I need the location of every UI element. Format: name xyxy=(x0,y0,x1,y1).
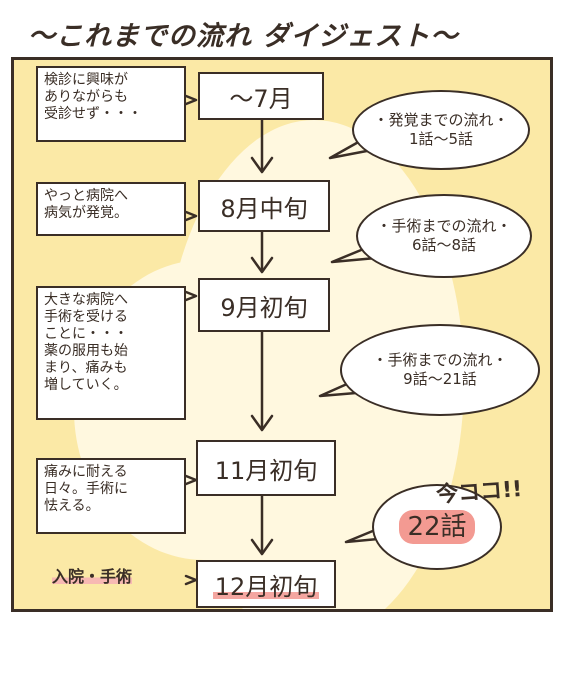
note-pointer xyxy=(184,94,198,106)
speech-bubble: ・手術までの流れ・ 6話～8話 xyxy=(356,194,532,278)
current-marker-label: 今ココ!! xyxy=(435,477,524,508)
period-box-current: 12月初旬 xyxy=(196,560,336,608)
note-line: 日々。手術に xyxy=(44,481,128,497)
speech-line: ・手術までの流れ・ xyxy=(372,351,508,369)
note-line: 薬の服用も始 xyxy=(44,343,128,359)
speech-line: ・発覚までの流れ・ xyxy=(373,111,509,129)
speech-line: ・手術までの流れ・ xyxy=(376,217,512,235)
note-line: 怯える。 xyxy=(44,498,100,514)
flow-arrow-head xyxy=(250,256,274,274)
note-line: 受診せず・・・ xyxy=(44,106,142,122)
period-label: ～7月 xyxy=(229,84,293,113)
note-pointer xyxy=(184,574,198,586)
note-line: 増していく。 xyxy=(44,377,128,393)
period-label: 12月初旬 xyxy=(212,566,320,602)
note-box: やっと病院へ 病気が発覚。 xyxy=(36,182,186,236)
note-line: ありながらも xyxy=(44,89,128,105)
flow-arrow-head xyxy=(250,538,274,556)
note-line: 手術を受ける xyxy=(44,309,128,325)
note-box: 検診に興味が ありながらも 受診せず・・・ xyxy=(36,66,186,142)
speech-tail xyxy=(330,246,378,264)
note-box: 痛みに耐える 日々。手術に 怯える。 xyxy=(36,458,186,534)
note-pointer xyxy=(184,290,198,302)
note-highlight: 入院・手術 xyxy=(52,567,182,594)
speech-bubble: ・発覚までの流れ・ 1話～5話 xyxy=(352,90,530,170)
speech-line: 1話～5話 xyxy=(408,130,474,148)
note-line: 痛みに耐える xyxy=(44,464,128,480)
speech-line: 6話～8話 xyxy=(411,236,477,254)
period-box: 9月初旬 xyxy=(198,278,330,332)
page-title: ～これまでの流れ ダイジェスト～ xyxy=(28,21,459,52)
current-episode-bubble: 22話 xyxy=(372,484,502,570)
note-pointer xyxy=(184,210,198,222)
note-box: 大きな病院へ 手術を受ける ことに・・・ 薬の服用も始 まり、痛みも 増していく… xyxy=(36,286,186,420)
note-line: 検診に興味が xyxy=(44,72,128,88)
period-box: 8月中旬 xyxy=(198,180,330,232)
speech-line: 9話～21話 xyxy=(403,370,477,388)
note-line: 入院・手術 xyxy=(52,567,133,586)
period-box: ～7月 xyxy=(198,72,324,120)
flow-arrow-head xyxy=(250,414,274,432)
speech-tail xyxy=(328,138,374,160)
current-episode-label: 22話 xyxy=(399,509,475,544)
speech-bubble: ・手術までの流れ・ 9話～21話 xyxy=(340,324,540,416)
note-line: 病気が発覚。 xyxy=(44,205,128,221)
period-label: 8月中旬 xyxy=(220,194,308,223)
period-label: 9月初旬 xyxy=(220,293,308,322)
flow-arrow-head xyxy=(250,156,274,174)
period-box: 11月初旬 xyxy=(196,440,336,496)
note-line: まり、痛みも xyxy=(44,360,128,376)
note-line: 大きな病院へ xyxy=(44,292,128,308)
note-line: やっと病院へ xyxy=(44,188,128,204)
note-line: ことに・・・ xyxy=(44,326,128,342)
speech-tail xyxy=(318,378,370,398)
period-label: 11月初旬 xyxy=(214,456,318,485)
note-pointer xyxy=(184,474,198,486)
